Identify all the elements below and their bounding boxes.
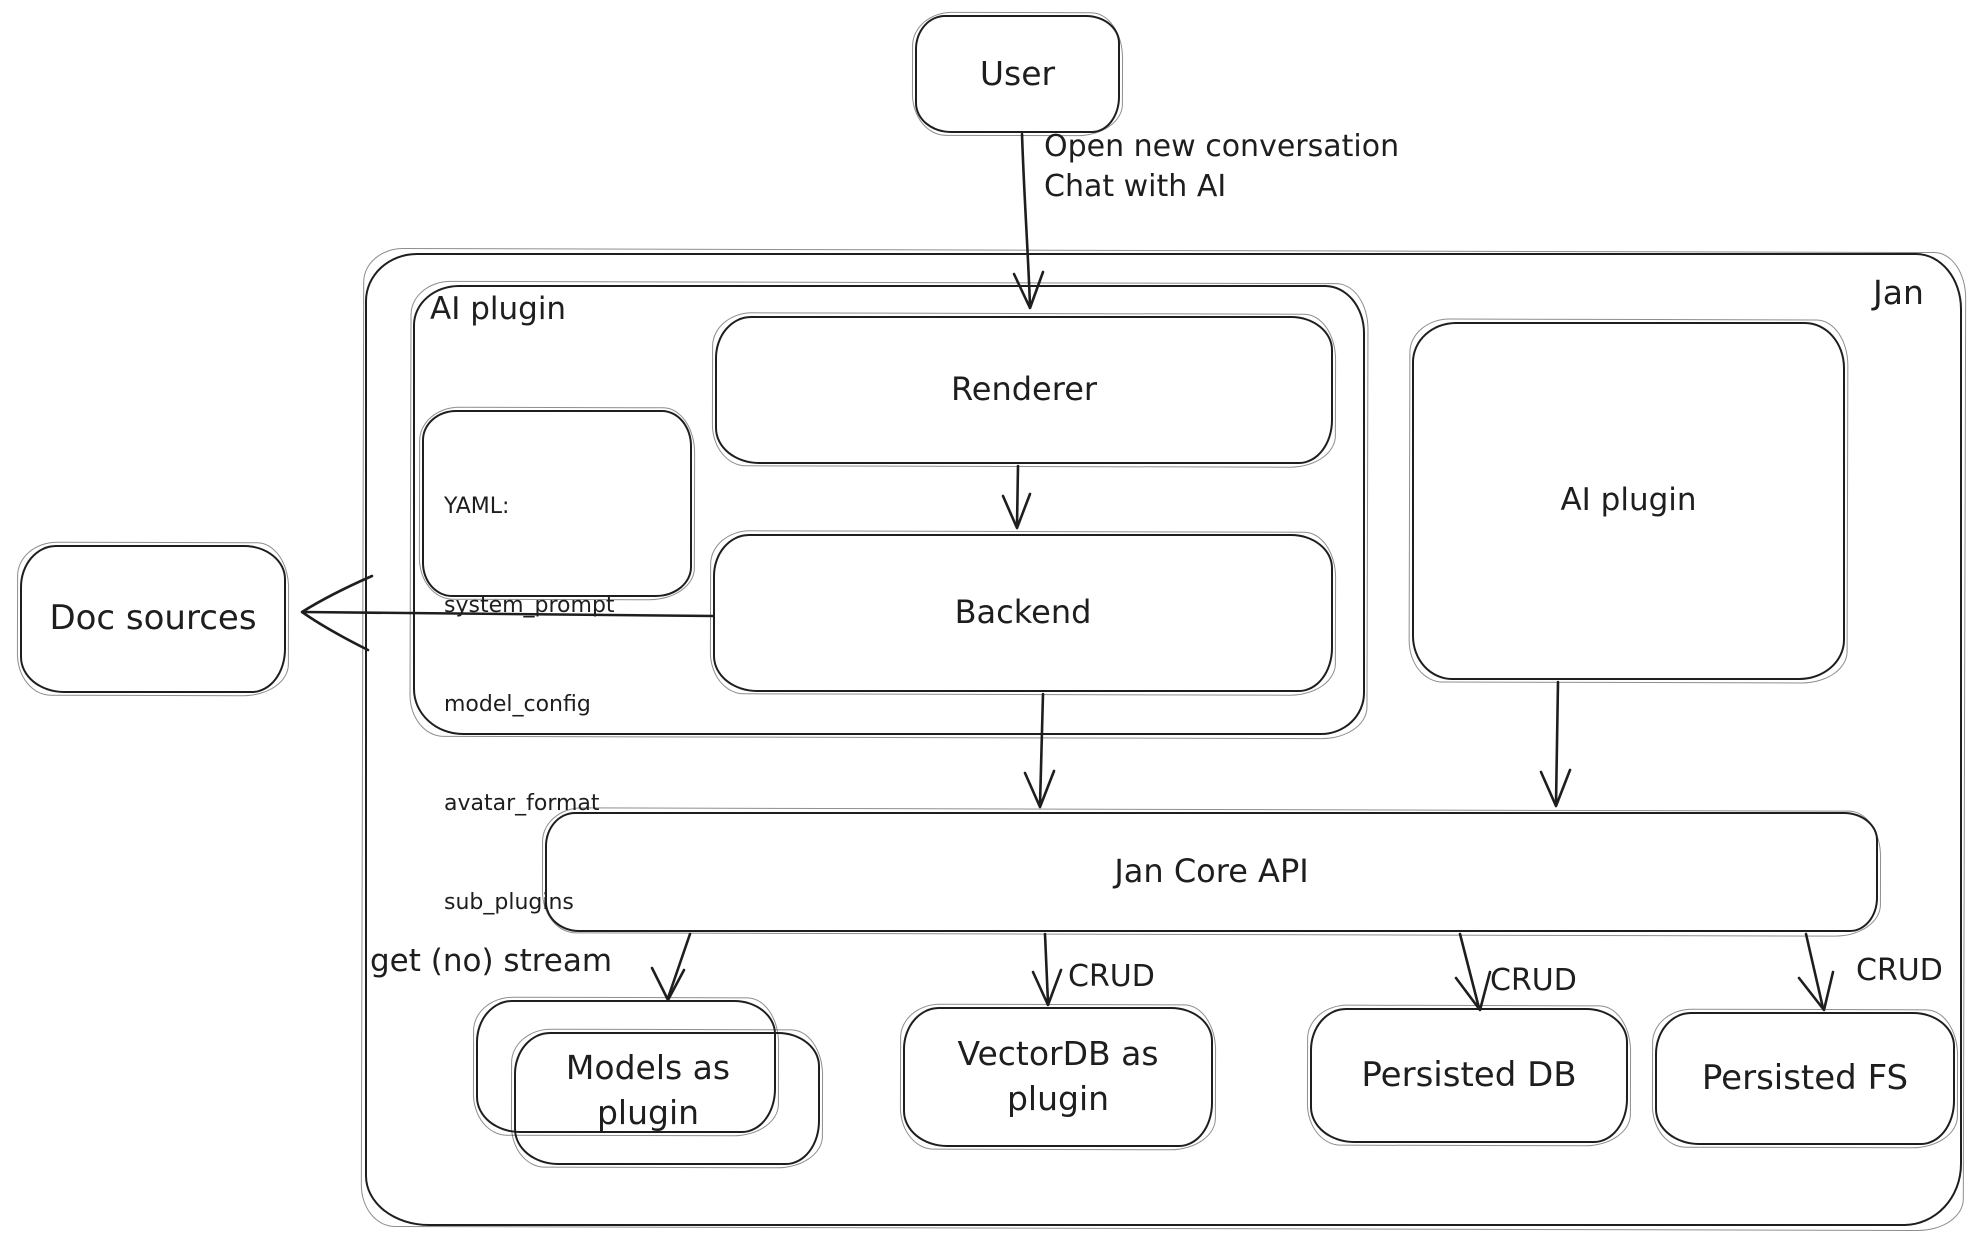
yaml-line-model-config: model_config <box>444 692 591 717</box>
node-backend-label: Backend <box>954 593 1092 632</box>
node-backend: Backend <box>713 534 1333 692</box>
node-persisted-db: Persisted DB <box>1310 1008 1628 1143</box>
edge-core-persisted-db-label: CRUD <box>1490 963 1577 998</box>
node-user-label: User <box>979 53 1056 93</box>
node-models-label-line1: Models as <box>565 1048 731 1088</box>
edge-core-vectordb-label: CRUD <box>1068 959 1155 994</box>
node-doc-sources-label: Doc sources <box>49 598 257 639</box>
edge-user-label-line2: Chat with AI <box>1044 169 1227 204</box>
node-persisted-fs-label: Persisted FS <box>1701 1057 1909 1098</box>
node-doc-sources: Doc sources <box>20 545 286 693</box>
node-persisted-fs: Persisted FS <box>1655 1012 1955 1145</box>
jan-container-label: Jan <box>1873 273 1924 312</box>
yaml-note-box: YAML: system_prompt model_config avatar_… <box>422 410 692 915</box>
edge-user-label-line1: Open new conversation <box>1044 129 1400 164</box>
node-ai-plugin-right-label: AI plugin <box>1560 482 1697 519</box>
ai-plugin-left-label: AI plugin <box>430 291 567 327</box>
node-jan-core-api: Jan Core API <box>545 812 1878 932</box>
node-vectordb-label-line1: VectorDB as <box>957 1034 1159 1074</box>
node-vectordb: VectorDB as plugin <box>903 1007 1213 1147</box>
node-models-label: Models as plugin <box>476 1036 820 1146</box>
ai-plugin-left-box <box>413 285 1365 735</box>
node-models-inner-box <box>514 1032 820 1165</box>
node-persisted-db-label: Persisted DB <box>1361 1054 1577 1095</box>
node-jan-core-api-label: Jan Core API <box>1114 852 1309 891</box>
node-vectordb-label-line2: plugin <box>1006 1079 1110 1118</box>
yaml-line-system-prompt: system_prompt <box>444 593 615 618</box>
node-user: User <box>915 15 1120 133</box>
yaml-line-title: YAML: <box>444 494 510 519</box>
edge-core-models-label: get (no) stream <box>370 943 613 979</box>
node-models-label-line2: plugin <box>596 1093 700 1132</box>
jan-container-box <box>365 253 1962 1226</box>
edge-core-persisted-fs-label: CRUD <box>1856 953 1943 988</box>
node-renderer: Renderer <box>715 316 1333 464</box>
node-ai-plugin-right: AI plugin <box>1412 322 1845 680</box>
node-renderer-label: Renderer <box>950 370 1098 409</box>
